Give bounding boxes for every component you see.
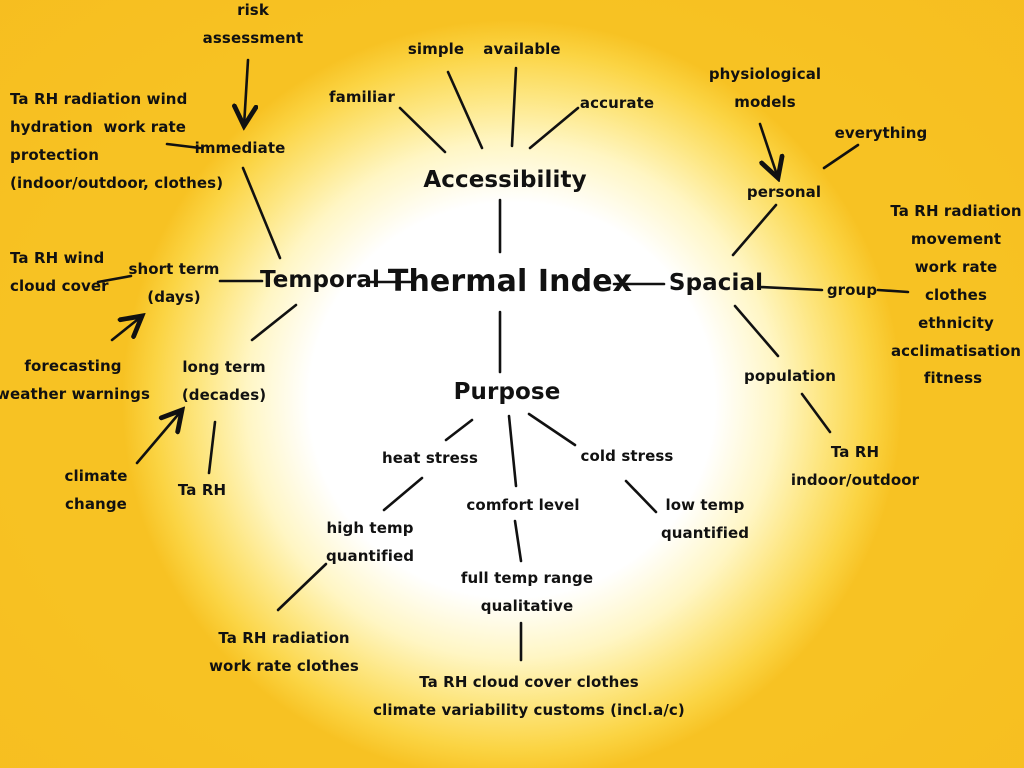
line-cold-low-temp <box>624 479 658 514</box>
node-full-temp-range: full temp range qualitative <box>460 569 594 615</box>
node-short-term-variables: Ta RH wind cloud cover <box>10 249 109 295</box>
node-short-term: short term (days) <box>128 260 220 306</box>
node-immediate-variables: Ta RH radiation wind hydration work rate… <box>10 90 224 192</box>
node-accurate: accurate <box>579 94 655 112</box>
node-heat-stress: heat stress <box>382 449 478 467</box>
node-fitness: fitness <box>923 369 983 387</box>
line-long-term-vars <box>207 420 217 475</box>
node-cold-stress: cold stress <box>580 447 674 465</box>
node-risk-assessment: risk assessment <box>202 1 304 47</box>
node-available: available <box>483 40 561 58</box>
node-familiar: familiar <box>328 88 396 106</box>
branch-spacial: Spacial <box>668 270 764 296</box>
line-immediate-vars <box>165 142 202 150</box>
node-high-temp-variables: Ta RH radiation work rate clothes <box>209 629 359 675</box>
node-everything: everything <box>834 124 928 142</box>
line-temporal-long-term <box>250 303 298 342</box>
node-population-variables: Ta RH indoor/outdoor <box>790 443 920 489</box>
node-long-term-variables: Ta RH <box>177 481 227 499</box>
line-group-vars <box>876 288 910 294</box>
branch-accessibility: Accessibility <box>423 167 587 193</box>
line-purpose-cold-stress <box>527 412 577 447</box>
line-accessibility-familiar <box>398 106 447 154</box>
arrow-models-personal <box>758 122 778 178</box>
branch-purpose: Purpose <box>453 379 561 405</box>
line-population-vars <box>800 392 832 434</box>
line-spacial-group <box>758 285 824 292</box>
line-temporal-immediate <box>241 166 282 260</box>
line-accessibility-accurate <box>528 106 580 150</box>
line-purpose-comfort <box>507 414 518 488</box>
line-heat-high-temp <box>382 476 424 512</box>
arrow-climate-long-term <box>135 410 182 465</box>
center-node-thermal-index: Thermal Index <box>387 264 633 299</box>
arrow-forecasting-short-term <box>110 316 142 342</box>
line-short-term-vars <box>96 274 133 284</box>
node-high-temp: high temp quantified <box>325 519 415 565</box>
line-comfort-full-range <box>513 519 523 563</box>
node-group: group <box>826 281 878 299</box>
line-spacial-population <box>733 304 780 358</box>
node-comfort-level: comfort level <box>466 496 580 514</box>
branch-temporal: Temporal <box>259 267 381 293</box>
node-low-temp: low temp quantified <box>660 496 750 542</box>
line-accessibility-available <box>510 66 518 148</box>
line-personal-everything <box>822 143 860 170</box>
line-high-temp-vars <box>276 562 328 612</box>
node-forecasting: forecasting weather warnings <box>0 357 150 403</box>
line-accessibility-simple <box>446 70 484 150</box>
line-spacial-personal <box>731 203 778 257</box>
node-population: population <box>743 367 837 385</box>
node-group-variables: Ta RH radiation movement work rate cloth… <box>890 202 1022 360</box>
node-full-range-variables: Ta RH cloud cover clothes climate variab… <box>373 673 685 719</box>
node-personal: personal <box>746 183 822 201</box>
node-climate-change: climate change <box>64 467 128 513</box>
node-immediate: immediate <box>194 139 286 157</box>
line-purpose-heat-stress <box>444 418 474 442</box>
arrow-risk-immediate <box>244 58 248 126</box>
node-long-term: long term (decades) <box>181 358 267 404</box>
node-simple: simple <box>407 40 465 58</box>
node-physiological-models: physiological models <box>708 65 822 111</box>
